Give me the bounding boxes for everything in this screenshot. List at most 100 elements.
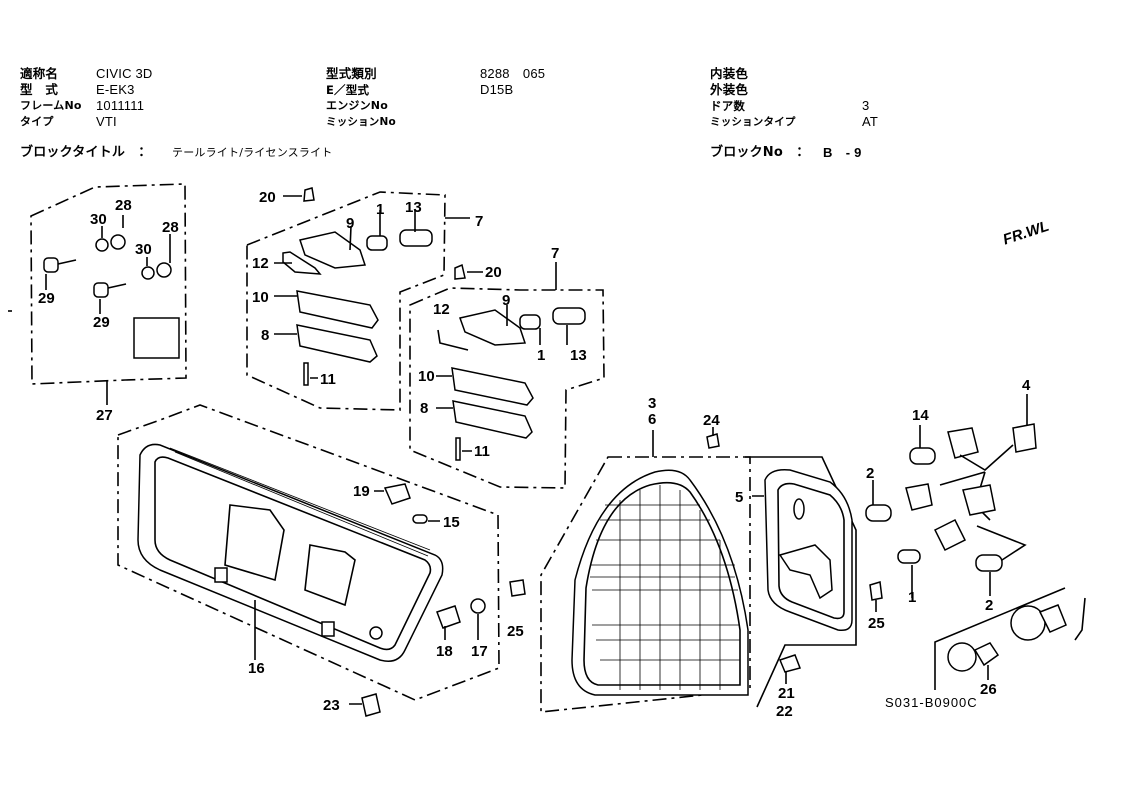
- group-gasket: 5 25 21 22: [735, 456, 885, 720]
- washer-30a[interactable]: [95, 238, 109, 252]
- callout-11: 11: [474, 443, 490, 460]
- callout-30: 30: [135, 241, 152, 258]
- lens-10[interactable]: [451, 367, 534, 406]
- block-title-value: テールライト/ライセンスライト: [172, 146, 333, 159]
- callout-9: 9: [502, 292, 510, 309]
- bulb-socket[interactable]: [1010, 605, 1046, 641]
- callout-20: 20: [485, 264, 502, 281]
- callout-2: 2: [985, 597, 993, 614]
- value-door-count: 3: [862, 98, 870, 113]
- rear-garnish-16[interactable]: [137, 443, 444, 662]
- bulb-1[interactable]: [519, 314, 541, 330]
- value-engine-type: D15B: [480, 82, 514, 97]
- clip-24[interactable]: [706, 433, 720, 449]
- bolt-29a[interactable]: [43, 257, 77, 273]
- nut-25[interactable]: [869, 581, 883, 601]
- catalog-code: S031-B0900C: [885, 695, 978, 710]
- value-model-name: CIVIC 3D: [96, 66, 153, 81]
- screw-11[interactable]: [303, 362, 309, 386]
- nut-28b[interactable]: [156, 262, 172, 278]
- socket-13[interactable]: [399, 229, 433, 247]
- grommet-19[interactable]: [383, 483, 411, 505]
- group-license-light-b: 20 7 12 9 1 13 10 8 11: [409, 245, 605, 489]
- screw-21[interactable]: [778, 654, 801, 673]
- callout-13: 13: [570, 347, 587, 364]
- block-no-label: ブロックNo ：: [710, 145, 810, 160]
- label-type: タイプ: [20, 115, 54, 128]
- nut-28a[interactable]: [110, 234, 126, 250]
- light-bracket-12[interactable]: [437, 329, 469, 351]
- nut-17[interactable]: [470, 598, 486, 614]
- value-type: VTI: [96, 114, 117, 129]
- callout-24: 24: [703, 412, 720, 429]
- callout-26: 26: [980, 681, 997, 698]
- screw-18[interactable]: [436, 605, 461, 629]
- callout-28: 28: [162, 219, 179, 236]
- group-boundary: [540, 456, 751, 713]
- label-model-name: 適称名: [20, 66, 59, 81]
- bulb-2[interactable]: [865, 504, 892, 522]
- nut-25[interactable]: [509, 579, 526, 597]
- screw-11[interactable]: [455, 437, 461, 461]
- label-engine-no: エンジンNo: [326, 99, 388, 112]
- callout-10: 10: [252, 289, 269, 306]
- bulb-1[interactable]: [366, 235, 388, 251]
- callout-1: 1: [376, 201, 384, 218]
- callout-30: 30: [90, 211, 107, 228]
- callout-21: 21: [778, 685, 795, 702]
- clip-23[interactable]: [361, 693, 381, 717]
- label-engine-type: E／型式: [326, 83, 370, 97]
- gasket-cutout: [778, 544, 833, 600]
- clip-20[interactable]: [303, 187, 315, 202]
- bulb-2[interactable]: [975, 554, 1003, 572]
- lens-10[interactable]: [296, 290, 379, 329]
- connector-4[interactable]: [1012, 423, 1037, 453]
- light-bracket-12[interactable]: [282, 251, 322, 275]
- group-rear-garnish: 19 15 16 18 17 23 25: [117, 404, 526, 717]
- block-title-label: ブロックタイトル ：: [20, 145, 152, 160]
- socket[interactable]: [905, 483, 933, 511]
- label-type-class: 型式類別: [326, 66, 377, 81]
- group-license-light-a: 20 9 1 13 7 12 10 8 11: [246, 187, 483, 411]
- value-mission-type: AT: [862, 114, 879, 129]
- socket-13[interactable]: [552, 307, 586, 325]
- clip-15[interactable]: [412, 514, 428, 524]
- callout-29: 29: [93, 314, 110, 331]
- license-light-holder-9[interactable]: [299, 231, 367, 269]
- base-8[interactable]: [452, 400, 533, 439]
- callout-12: 12: [252, 255, 269, 272]
- callout-25: 25: [868, 615, 885, 632]
- base-8[interactable]: [296, 324, 378, 363]
- clip-20[interactable]: [454, 263, 466, 280]
- callout-1: 1: [908, 589, 916, 606]
- callout-25: 25: [507, 623, 524, 640]
- callout-15: 15: [443, 514, 460, 531]
- bulb-1[interactable]: [897, 549, 921, 564]
- group-boundary: [117, 404, 500, 701]
- clip-slot: [214, 567, 228, 583]
- group-boundary: [246, 191, 446, 411]
- callout-28: 28: [115, 197, 132, 214]
- callout-11: 11: [320, 371, 336, 388]
- bulb-14[interactable]: [909, 447, 936, 465]
- direction-marker: FR.WL: [1001, 218, 1051, 249]
- label-interior-color: 内装色: [710, 66, 749, 81]
- bolt-29b[interactable]: [93, 282, 127, 298]
- callout-1: 1: [537, 347, 545, 364]
- callout-27: 27: [96, 407, 113, 424]
- socket-round[interactable]: [933, 518, 967, 552]
- callout-23: 23: [323, 697, 340, 714]
- callout-29: 29: [38, 290, 55, 307]
- label-mission-no: ミッションNo: [326, 116, 396, 128]
- license-light-holder-9[interactable]: [459, 309, 527, 346]
- socket[interactable]: [947, 427, 979, 459]
- hole: [369, 626, 383, 640]
- bulb-26[interactable]: [947, 642, 977, 672]
- washer-30b[interactable]: [141, 266, 155, 280]
- socket[interactable]: [962, 484, 996, 516]
- callout-17: 17: [471, 643, 488, 660]
- group-hardware-kit: 30 28 28 30 29 29 27: [30, 183, 187, 424]
- callout-8: 8: [261, 327, 269, 344]
- group-boundary: [30, 183, 187, 385]
- callout-5: 5: [735, 489, 743, 506]
